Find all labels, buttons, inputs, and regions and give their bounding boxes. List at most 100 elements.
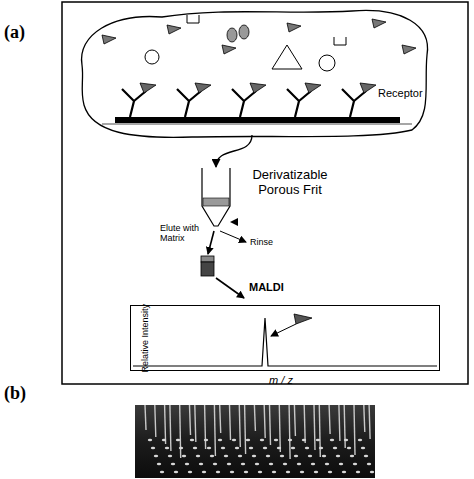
well-dot: [188, 471, 192, 473]
well-dot: [322, 455, 326, 457]
well-dot: [210, 455, 214, 457]
pin: [220, 405, 221, 433]
ligand: [287, 23, 301, 32]
well-dot: [364, 455, 368, 457]
node-outline: [131, 306, 439, 370]
frit-label: Derivatizable Porous Frit: [240, 168, 340, 198]
well-dot: [260, 439, 264, 441]
well-dot: [232, 439, 236, 441]
pin: [354, 405, 355, 455]
step-label: Rinse: [250, 237, 273, 247]
well-dot: [199, 463, 203, 465]
well-dot: [162, 439, 166, 441]
spectrum-plot: Relative Intensitym / z: [130, 305, 440, 371]
well-dot: [288, 439, 292, 441]
well-dot: [356, 471, 360, 473]
well-dot: [286, 471, 290, 473]
receptor: [342, 89, 366, 117]
well-dot: [302, 439, 306, 441]
well-dot: [319, 447, 323, 449]
well-dot: [185, 463, 189, 465]
pin: [279, 405, 280, 452]
well-dot: [330, 439, 334, 441]
well-dot: [204, 439, 208, 441]
well-dot: [168, 455, 172, 457]
well-dot: [202, 471, 206, 473]
well-dot: [157, 463, 161, 465]
ligand: [272, 45, 302, 69]
well-dot: [328, 471, 332, 473]
elute-arrow: [208, 231, 214, 254]
well-dot: [165, 447, 169, 449]
well-dot: [230, 471, 234, 473]
pin: [145, 405, 146, 430]
well-dot: [190, 439, 194, 441]
well-dot: [291, 447, 295, 449]
well-dot: [238, 455, 242, 457]
pin: [190, 405, 191, 435]
porous-frit: Derivatizable Porous Frit: [200, 168, 232, 228]
well-dot: [258, 471, 262, 473]
pin-array: [145, 405, 374, 473]
pin: [165, 405, 166, 444]
bound-ligand: [360, 83, 376, 93]
pin: [245, 405, 246, 454]
well-dot: [300, 471, 304, 473]
well-dot: [263, 447, 267, 449]
well-dot: [316, 439, 320, 441]
bound-ligand: [195, 83, 211, 93]
axis-label: Relative Intensity: [140, 288, 150, 388]
well-dot: [311, 463, 315, 465]
pin: [369, 405, 370, 439]
peak-pointer: [271, 324, 296, 336]
receptor-label: Receptor: [378, 87, 423, 100]
well-dot: [148, 439, 152, 441]
bound-ligand: [305, 83, 321, 93]
well-dot: [246, 439, 250, 441]
well-dot: [249, 447, 253, 449]
pin: [289, 405, 290, 459]
vial: [201, 262, 214, 276]
pin: [364, 405, 365, 432]
pin: [344, 405, 345, 448]
panel-frame: [62, 2, 468, 384]
ligand: [319, 55, 335, 71]
tube-outline: [202, 168, 230, 226]
pin: [195, 405, 196, 442]
flow-arrow: [216, 135, 252, 167]
well-dot: [216, 471, 220, 473]
node-outline: [72, 5, 434, 137]
ligand: [167, 25, 181, 34]
frit: [203, 198, 229, 206]
well-dot: [367, 463, 371, 465]
pin: [170, 405, 171, 451]
well-dot: [333, 447, 337, 449]
well-dot: [272, 471, 276, 473]
pin: [294, 405, 295, 436]
ligand: [372, 19, 386, 28]
well-dot: [358, 439, 362, 441]
well-dot: [171, 463, 175, 465]
receptor: [232, 89, 256, 117]
ligand: [222, 45, 236, 54]
well-dot: [350, 455, 354, 457]
well-dot: [274, 439, 278, 441]
ligand: [145, 50, 159, 64]
well-dot: [176, 439, 180, 441]
pin: [214, 405, 215, 456]
well-dot: [342, 471, 346, 473]
step-label: MALDI: [249, 281, 284, 294]
well-dot: [207, 447, 211, 449]
pin: [314, 405, 315, 450]
receptor: [287, 89, 311, 117]
photo: [135, 405, 375, 478]
pin: [155, 405, 156, 437]
well-dot: [294, 455, 298, 457]
well-dot: [347, 447, 351, 449]
pin: [319, 405, 320, 457]
ligand: [402, 45, 416, 54]
well-dot: [221, 447, 225, 449]
panel-label: (a): [4, 22, 25, 43]
well-dot: [179, 447, 183, 449]
well-dot: [196, 455, 200, 457]
